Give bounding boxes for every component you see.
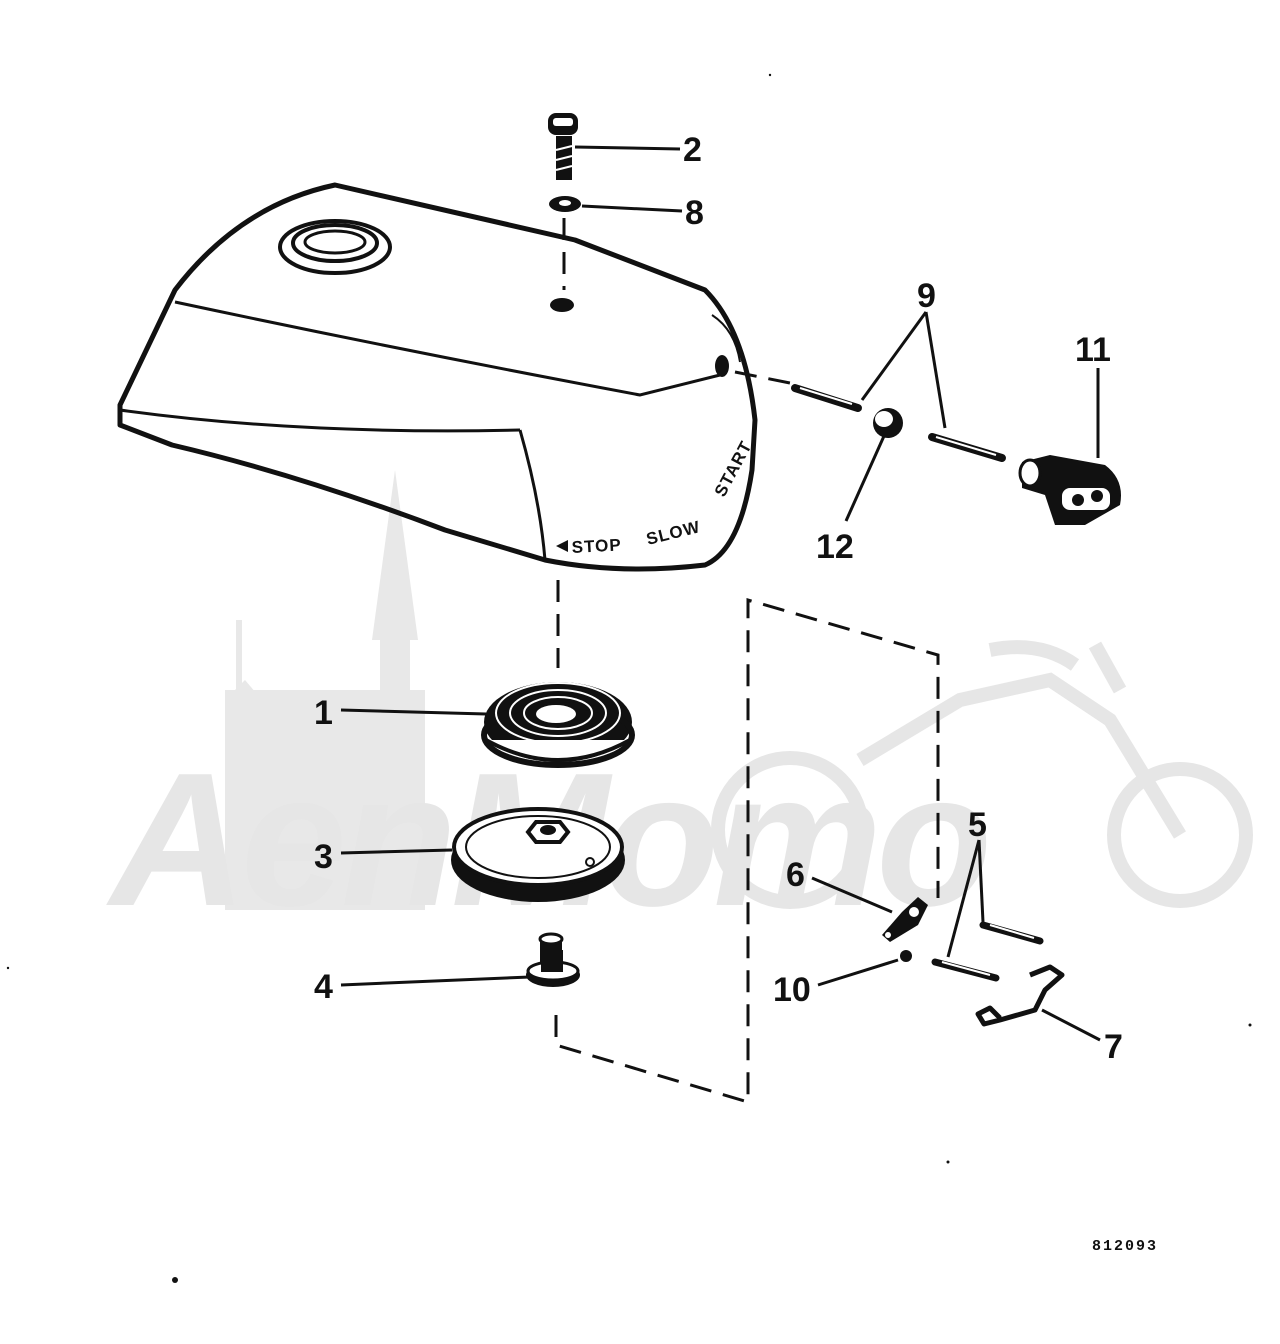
drawing-reference-number: 812093 — [1092, 1238, 1158, 1255]
arrow-marking-icon — [556, 540, 568, 552]
part-wire-link — [975, 964, 1065, 1027]
scan-specks — [6, 73, 1252, 1283]
watermark-motorcycle-silhouette — [711, 640, 1253, 909]
callout-12: 12 — [816, 528, 854, 566]
part-rewind-pulley — [451, 807, 625, 902]
watermark-cathedral-silhouette — [225, 470, 425, 910]
callout-1: 1 — [314, 694, 333, 732]
callout-6: 6 — [786, 856, 805, 894]
part-lock-washer — [549, 196, 581, 212]
callout-11: 11 — [1075, 331, 1111, 369]
part-lockout-lever — [882, 897, 928, 942]
part-spacer-ball — [873, 408, 903, 438]
part-choke-knob — [1018, 455, 1121, 525]
callout-labels: 1 2 3 4 5 6 7 8 9 10 11 12 — [314, 131, 1123, 1066]
callout-2: 2 — [683, 131, 702, 169]
callout-4: 4 — [314, 968, 333, 1006]
part-rewind-spring — [481, 682, 635, 768]
part-pin-upper-right — [979, 921, 1044, 945]
part-pin-lower-right — [931, 958, 1000, 982]
leader-lines — [340, 145, 1101, 1042]
part-small-ball — [900, 950, 912, 962]
engine-cover: STOP SLOW START — [117, 182, 758, 572]
callout-7: 7 — [1104, 1028, 1123, 1066]
callout-10: 10 — [773, 971, 811, 1009]
callout-5: 5 — [968, 806, 987, 844]
cover-marking-slow: SLOW — [644, 517, 702, 549]
part-spacer-bushing — [526, 932, 580, 987]
callout-9: 9 — [917, 277, 936, 315]
part-screw — [548, 113, 578, 180]
cover-marking-stop: STOP — [571, 535, 622, 557]
callout-8: 8 — [685, 194, 704, 232]
part-pin-lower — [928, 433, 1006, 462]
callout-3: 3 — [314, 838, 333, 876]
part-pin-upper — [791, 384, 862, 412]
